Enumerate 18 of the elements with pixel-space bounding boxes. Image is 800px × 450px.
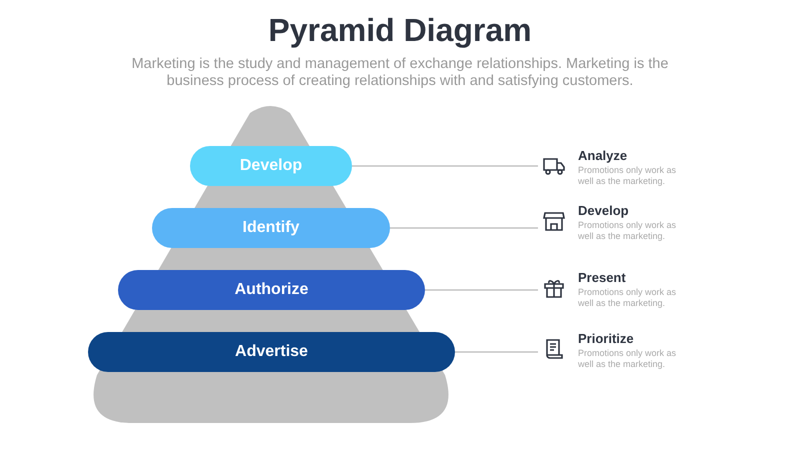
- item-description: Promotions only work as well as the marketing.: [578, 165, 678, 187]
- item-heading: Develop: [578, 203, 630, 218]
- title: Pyramid Diagram: [267, 12, 533, 49]
- pyramid-level-band: Authorize: [118, 270, 425, 310]
- item-description: Promotions only work as well as the marketing.: [578, 287, 678, 309]
- item-heading: Analyze: [578, 148, 628, 163]
- leader-line: [390, 227, 538, 229]
- pyramid-level-band: Advertise: [88, 332, 455, 372]
- item-heading: Prioritize: [578, 331, 635, 346]
- leader-line: [455, 351, 538, 353]
- item-description: Promotions only work as well as the marketing.: [578, 348, 678, 370]
- leader-line: [425, 289, 538, 291]
- subtitle: Marketing is the study and management of exchange relationships. Marketing is the business process of creating relationships with and satisfying customers.: [130, 56, 670, 90]
- pyramid-level-band: Identify: [152, 208, 390, 248]
- pyramid-level-band: Develop: [190, 146, 352, 186]
- item-heading: Present: [578, 270, 627, 285]
- leader-line: [352, 165, 538, 167]
- item-description: Promotions only work as well as the marketing.: [578, 220, 678, 242]
